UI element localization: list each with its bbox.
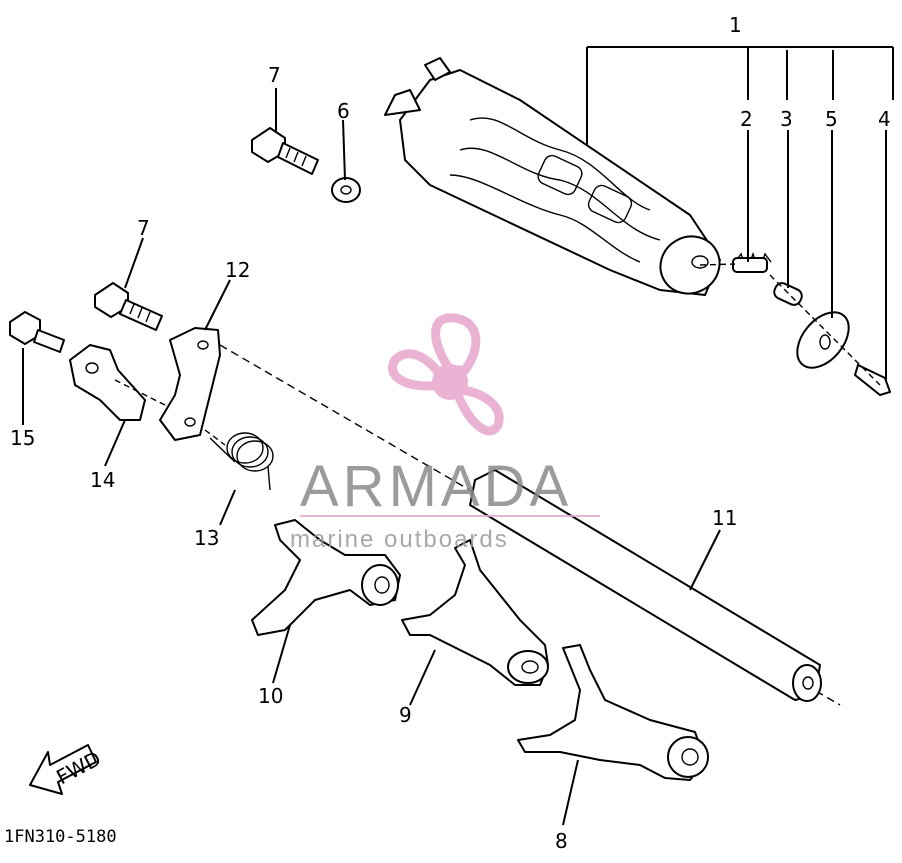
callout-7-upper: 7 (268, 63, 281, 87)
screw-part (854, 364, 891, 396)
callout-2: 2 (740, 107, 753, 131)
callout-10: 10 (258, 684, 283, 708)
bolt-upper-part (251, 127, 319, 175)
callout-1: 1 (729, 13, 742, 37)
washer-part (331, 177, 361, 203)
fork-guide-bar-part (469, 469, 822, 702)
callout-8: 8 (555, 829, 568, 853)
callout-5: 5 (825, 107, 838, 131)
callout-7-lower: 7 (137, 216, 150, 240)
fwd-arrow-icon: FWD (29, 744, 105, 795)
shift-fork-10-part (251, 519, 401, 636)
callout-14: 14 (90, 468, 115, 492)
detent-spring-part (732, 252, 772, 273)
watermark-brand: ARMADA (300, 454, 572, 519)
leader-lines (22, 46, 894, 826)
segment-lever-part (69, 344, 146, 421)
callout-12: 12 (225, 258, 250, 282)
callout-4: 4 (878, 107, 891, 131)
callout-3: 3 (780, 107, 793, 131)
shift-drum-part (384, 57, 721, 296)
callout-15: 15 (10, 426, 35, 450)
callout-6: 6 (337, 99, 350, 123)
shift-plate-part (159, 327, 221, 441)
watermark-tagline: marine outboards (290, 526, 509, 553)
torsion-spring-part (209, 432, 274, 491)
drawing-code: 1FN310-5180 (4, 827, 117, 847)
shift-fork-9-part (401, 539, 549, 686)
callout-11: 11 (712, 506, 737, 530)
callout-numbers: 1 2 3 4 5 6 7 7 8 9 10 11 12 13 14 15 (10, 13, 891, 853)
propeller-logo-icon (388, 313, 504, 436)
shift-fork-8-part (517, 644, 709, 781)
callout-13: 13 (194, 526, 219, 550)
stopper-plate-part (796, 311, 850, 369)
watermark: ARMADA marine outboards (290, 313, 600, 553)
bolt-small-part (9, 311, 65, 353)
bolt-lower-part (94, 282, 163, 331)
callout-9: 9 (399, 703, 412, 727)
